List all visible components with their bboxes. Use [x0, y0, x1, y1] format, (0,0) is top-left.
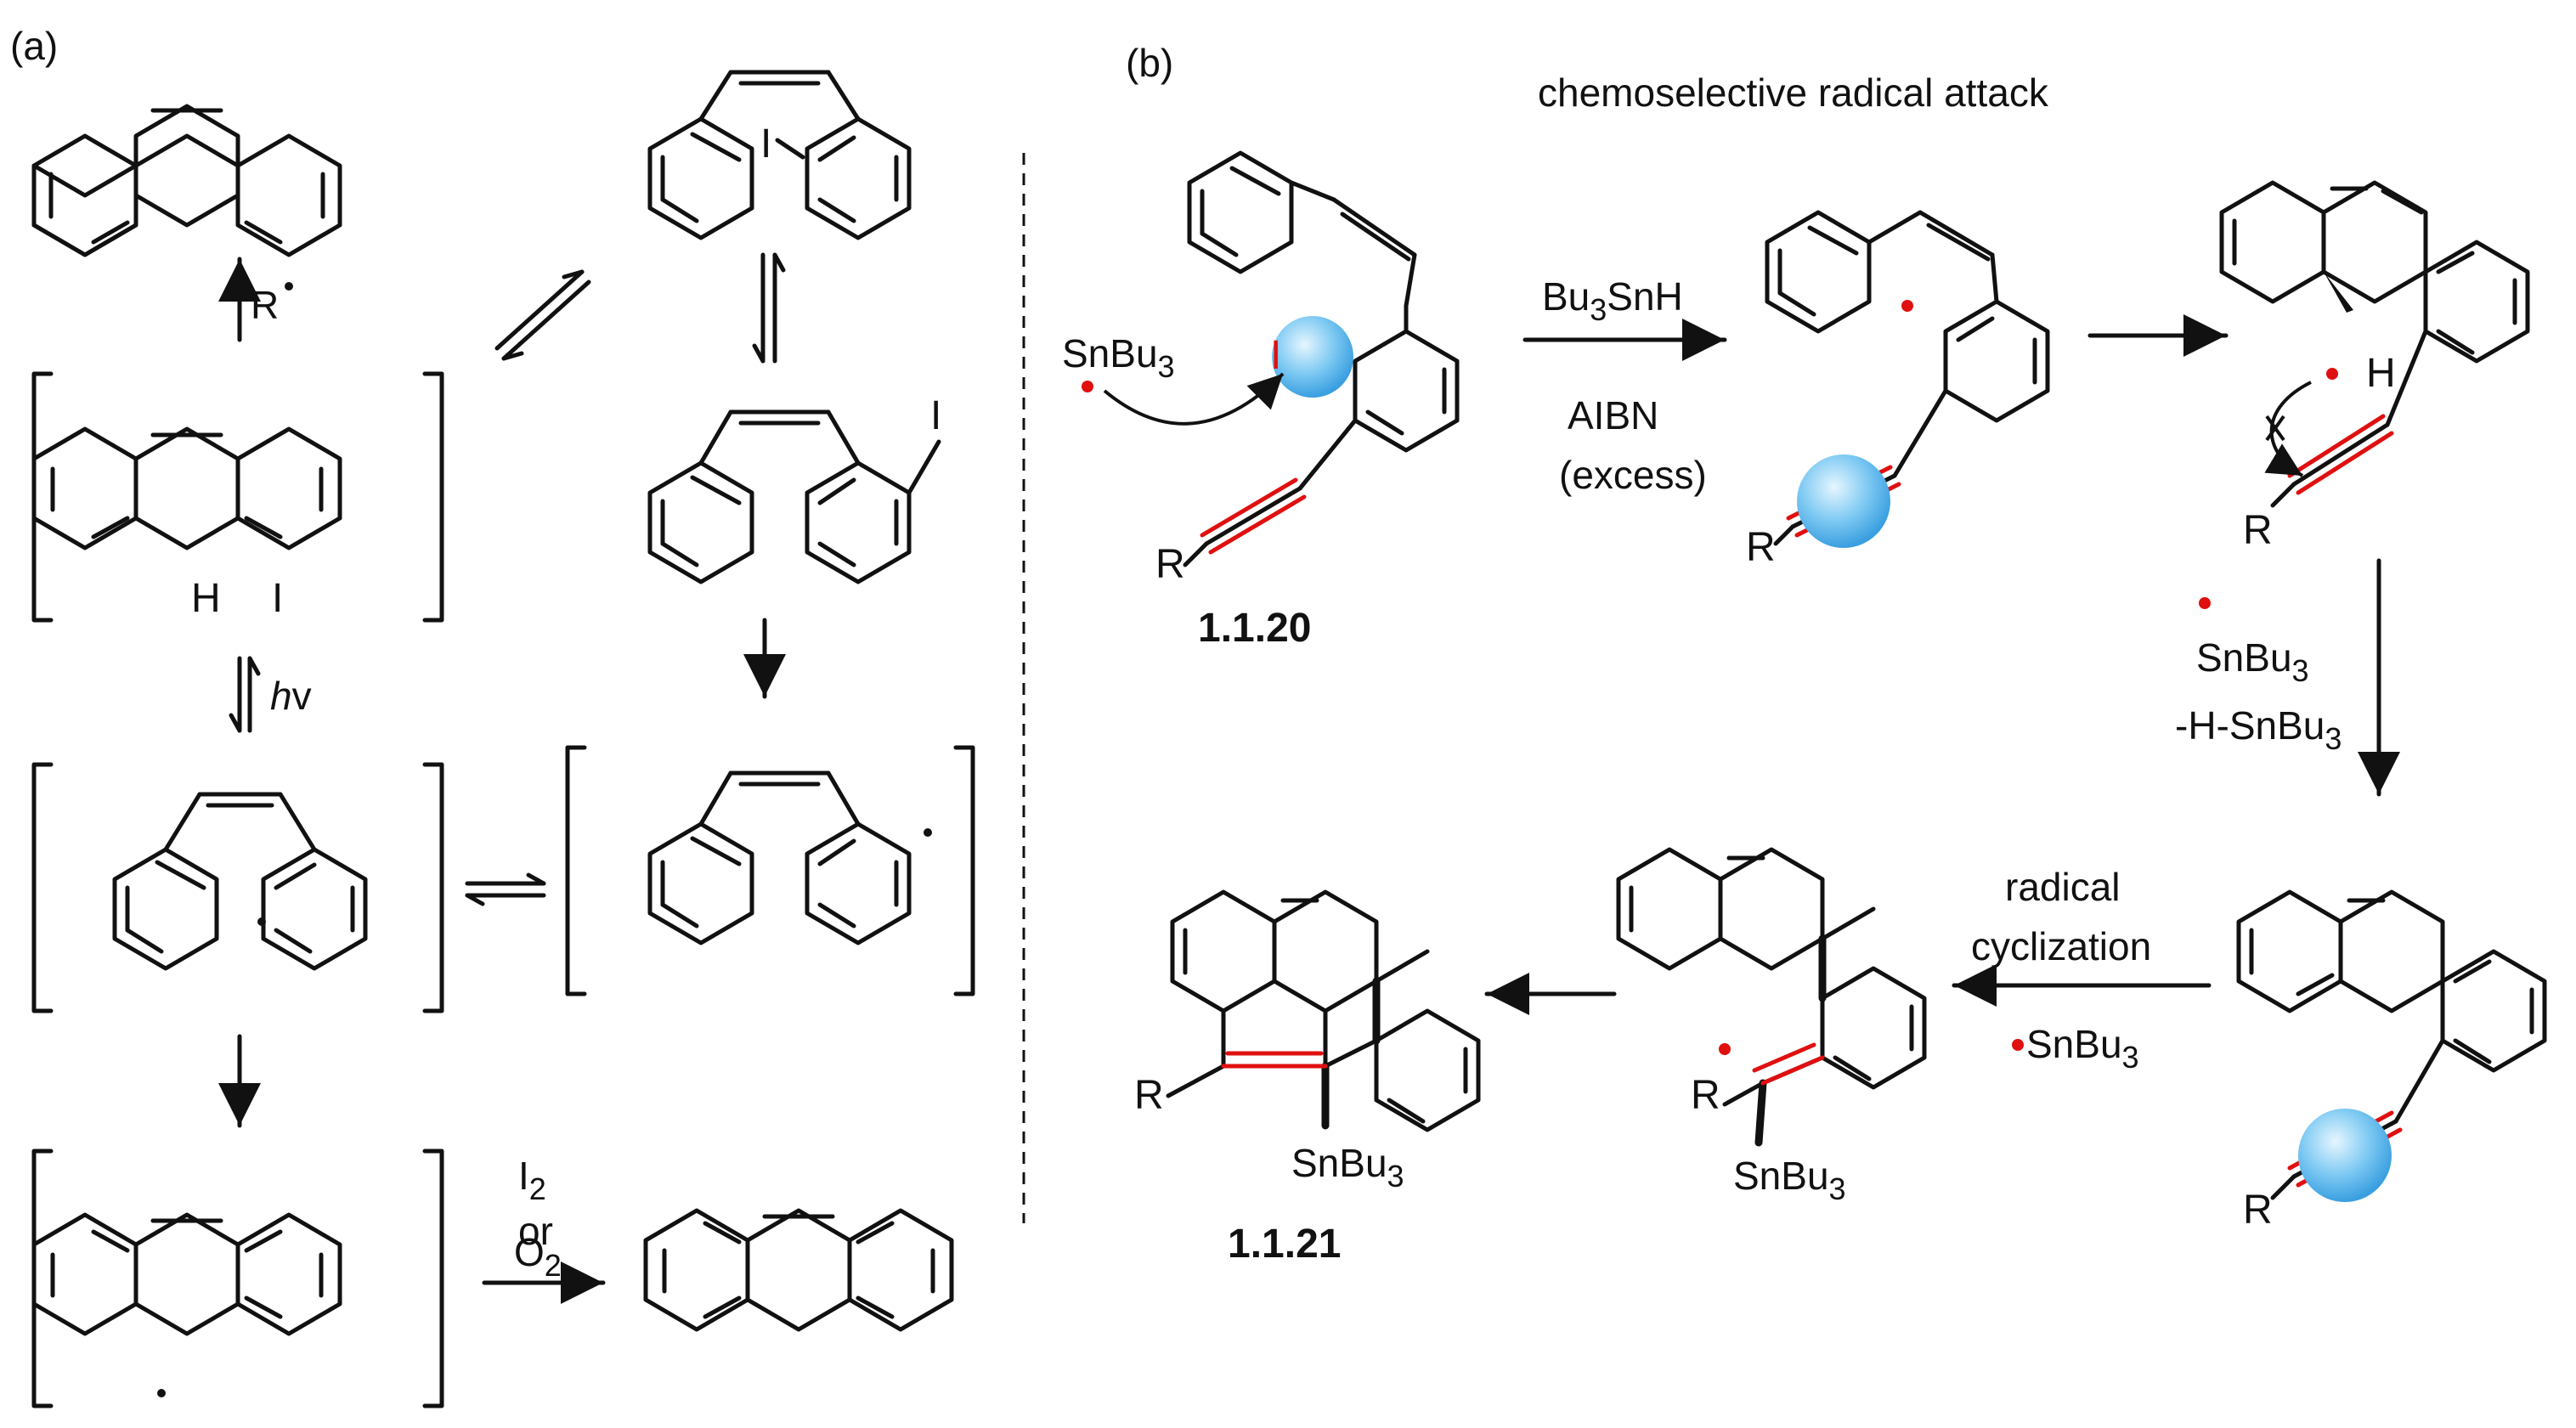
aibn-label: AIBN [1568, 393, 1658, 437]
cyclized-radical-intermediate [31, 1149, 444, 1408]
equilibrium-arrows-middle [465, 872, 546, 906]
i-label-folded: I [760, 121, 771, 167]
snbu3-label-3: SnBu3 [2026, 1022, 2139, 1075]
radical-dot-snbu3-2 [2199, 597, 2211, 609]
excess-label: (excess) [1559, 453, 1707, 497]
radical-dot-cyclized [157, 1389, 166, 1397]
o2-label: O2 [514, 1230, 562, 1283]
compound-label-1-1-20: 1.1.20 [1198, 606, 1311, 651]
alkyne-red-6 [2287, 414, 2386, 478]
snbu3-label-1-1-21: SnBu3 [1291, 1141, 1404, 1194]
i-label-intermediate: I [272, 576, 283, 621]
dihydro-intermediate-b [2219, 180, 2530, 508]
r-label-aryl-radical: R [1746, 525, 1776, 570]
radical-dot-aryl-c [2326, 368, 2338, 380]
iodostilbene-folded [647, 70, 912, 240]
snbu3-label-2: SnBu3 [2196, 635, 2309, 688]
radical-dot-vinyl [1719, 1043, 1731, 1055]
h-label-intermediate: H [191, 576, 221, 621]
radical-dot-left [257, 917, 266, 926]
r-label-1-1-21: R [1134, 1073, 1164, 1118]
phenanthrene-product-top [31, 104, 342, 257]
compound-1-1-20 [1183, 150, 1460, 567]
equilibrium-arrows-vertical [752, 252, 786, 364]
phenanthrene-product-bottom [643, 1208, 954, 1332]
iodo-dihydrophenanthrene-intermediate [31, 371, 444, 623]
aryl-radical-b [1765, 210, 2050, 546]
radical-dot-r [285, 282, 293, 291]
r-label-aromatized: R [2243, 1188, 2273, 1233]
blocked-cross-b [2265, 415, 2285, 442]
panel-label-a: (a) [10, 24, 58, 68]
alkyne-red-1 [1208, 494, 1307, 555]
snbu3-label-start: SnBu3 [1062, 331, 1175, 384]
alkyne-sphere-highlight-1 [1797, 454, 1890, 548]
hv-label: hv [270, 674, 312, 718]
snbu3-label-vinyl: SnBu3 [1733, 1154, 1846, 1206]
compound-label-1-1-21: 1.1.21 [1228, 1222, 1341, 1267]
h-snbu3-label: -H-SnBu3 [2175, 703, 2342, 756]
vinyl-red-1 [1760, 1055, 1825, 1086]
h-label-wedge: H [2366, 351, 2396, 396]
compound-1-1-21 [1166, 889, 1481, 1132]
r-label-1-1-20: R [1155, 542, 1185, 587]
iodine-sphere-highlight [1272, 316, 1353, 398]
iodine-label-red: I [1270, 333, 1281, 378]
equilibrium-arrows-diagonal [494, 269, 591, 361]
r-label-vinyl: R [1691, 1073, 1720, 1118]
or-label: or [518, 1209, 553, 1253]
radical-label: radical [2005, 865, 2121, 909]
vinyl-red-2 [1752, 1042, 1816, 1073]
panel-b-title: chemoselective radical attack [1538, 71, 2049, 115]
i-label-iodostilbene: I [930, 393, 941, 438]
bu3snh-label: Bu3SnH [1542, 274, 1683, 327]
hv-equilibrium-arrows [229, 656, 261, 733]
h-wedge [2324, 272, 2353, 313]
alkyne-sphere-highlight-2 [2298, 1109, 2392, 1202]
vinyl-radical-intermediate [1616, 847, 1927, 1147]
alkyne-red-5 [2296, 431, 2394, 495]
radical-dot-snbu3-3 [2012, 1039, 2024, 1051]
curved-arrow-blocked [2264, 381, 2312, 477]
radical-dot-aryl [924, 828, 932, 837]
benzo-phenanthrene-alkyne [2236, 889, 2547, 1200]
r-label-dihydro: R [2243, 508, 2273, 553]
r-radical-label: R [251, 283, 279, 327]
panel-label-b: (b) [1126, 41, 1173, 85]
curved-arrow-radical-attack [1103, 372, 1285, 426]
stilbene-radical-intermediate [31, 762, 444, 1013]
radical-dot-aryl-b [1901, 300, 1913, 312]
radical-dot-snbu3-1 [1082, 381, 1093, 392]
aryl-radical-intermediate [565, 745, 975, 996]
alkyne-red-2 [1200, 477, 1298, 538]
i2-label: I2 [518, 1154, 546, 1206]
cyclization-label: cyclization [1971, 924, 2151, 968]
iodostilbene [647, 409, 941, 584]
